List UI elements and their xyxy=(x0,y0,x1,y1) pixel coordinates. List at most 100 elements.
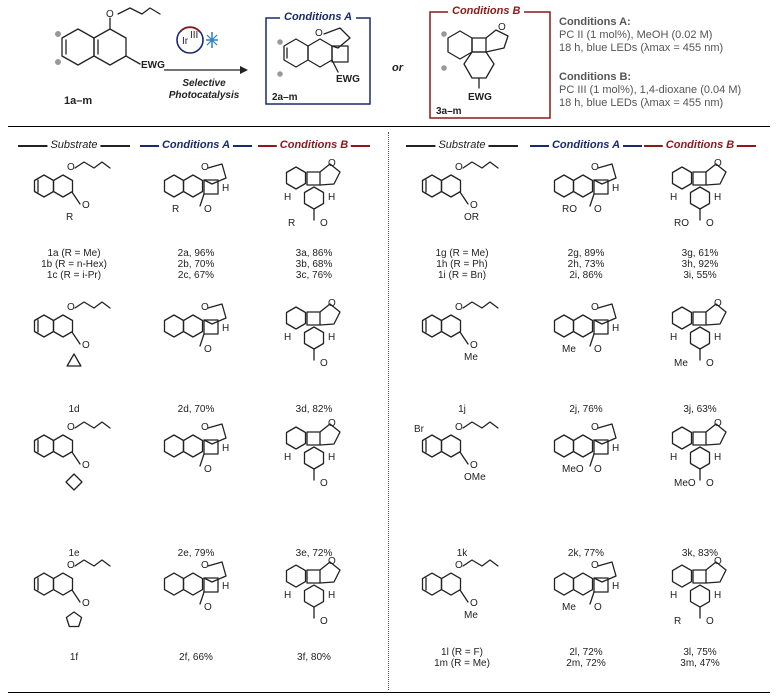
svg-text:O: O xyxy=(594,204,602,215)
cond-a-label: 2a, 96% xyxy=(177,248,215,259)
svg-text:H: H xyxy=(222,581,229,592)
svg-text:O: O xyxy=(201,560,209,571)
product-a-structure-left-3: OHO xyxy=(163,560,229,613)
svg-text:O: O xyxy=(328,556,336,567)
reactant-label: 1a–m xyxy=(64,95,93,107)
substrate-label: 1c (R = i-Pr) xyxy=(46,270,102,281)
conditions-b-line1: PC III (1 mol%), 1,4-dioxane (0.04 M) xyxy=(559,84,742,96)
svg-text:H: H xyxy=(714,332,721,343)
svg-text:R: R xyxy=(674,616,681,627)
column-header-label: Conditions B xyxy=(662,139,738,151)
svg-text:O: O xyxy=(706,218,714,229)
svg-text:H: H xyxy=(670,452,677,463)
column-header-label: Substrate xyxy=(435,139,489,151)
substrate-cell: 1e xyxy=(19,548,129,559)
conditions-a-title: Conditions A: xyxy=(559,16,631,28)
cond-a-label: 2f, 66% xyxy=(179,652,213,663)
box-b-label: 3a–m xyxy=(436,106,462,117)
svg-text:O: O xyxy=(591,560,599,571)
svg-text:O: O xyxy=(201,422,209,433)
svg-text:O: O xyxy=(470,598,478,609)
svg-text:H: H xyxy=(284,192,291,203)
cond-b-cell: 3k, 83% xyxy=(645,548,755,559)
cond-b-label: 3k, 83% xyxy=(681,548,719,559)
light-icon xyxy=(206,32,218,48)
top-rule xyxy=(8,126,770,127)
svg-text:OR: OR xyxy=(464,212,479,223)
box-a-label: 2a–m xyxy=(272,92,298,103)
box-a-title: Conditions A xyxy=(280,11,357,23)
substrate-structure-left-3: OO xyxy=(33,559,111,628)
substrate-label: 1m (R = Me) xyxy=(434,658,490,669)
product-a-structure-left-1: OHO xyxy=(163,302,229,355)
ewg-label: EWG xyxy=(141,60,165,71)
photocatalyst-icon: Ir III xyxy=(176,26,204,54)
cond-a-cell: 2l, 72%2m, 72% xyxy=(531,647,641,669)
svg-text:O: O xyxy=(498,22,506,33)
svg-text:O: O xyxy=(204,204,212,215)
svg-text:O: O xyxy=(706,358,714,369)
svg-text:H: H xyxy=(328,192,335,203)
svg-text:O: O xyxy=(315,28,323,39)
cond-a-label: 2c, 67% xyxy=(177,270,215,281)
substrate-structure-left-0: OOR xyxy=(33,161,111,223)
svg-text:O: O xyxy=(106,9,114,20)
substrate-cell: 1f xyxy=(19,652,129,663)
svg-text:O: O xyxy=(82,340,90,351)
svg-text:H: H xyxy=(612,443,619,454)
box-b-title: Conditions B xyxy=(448,5,525,17)
substrate-label: 1g (R = Me) xyxy=(435,248,489,259)
substrate-cell: 1a (R = Me)1b (R = n-Hex)1c (R = i-Pr) xyxy=(19,248,129,281)
svg-text:H: H xyxy=(612,323,619,334)
svg-text:R: R xyxy=(288,218,295,229)
svg-text:O: O xyxy=(455,162,463,173)
cond-b-label: 3a, 86% xyxy=(295,248,333,259)
svg-text:H: H xyxy=(328,332,335,343)
arrow-label-1: Selective xyxy=(182,78,226,89)
catalyst-label: Ir xyxy=(182,36,189,47)
cond-a-label: 2m, 72% xyxy=(566,658,606,669)
svg-text:O: O xyxy=(470,460,478,471)
cond-b-cell: 3d, 82% xyxy=(259,404,369,415)
svg-text:OMe: OMe xyxy=(464,472,486,483)
svg-text:O: O xyxy=(594,464,602,475)
cond-a-label: 2i, 86% xyxy=(569,270,603,281)
product-b-structure: O xyxy=(441,22,509,89)
svg-text:H: H xyxy=(670,192,677,203)
svg-text:O: O xyxy=(204,602,212,613)
svg-text:O: O xyxy=(455,422,463,433)
svg-text:O: O xyxy=(714,418,722,429)
conditions-b-line2: 18 h, blue LEDs (λmax = 455 nm) xyxy=(559,97,724,109)
product-b-ewg: EWG xyxy=(468,92,492,103)
substrate-label: 1k xyxy=(456,548,468,559)
cond-b-cell: 3f, 80% xyxy=(259,652,369,663)
column-header-right-1: Conditions A xyxy=(530,139,642,151)
product-a-structure-left-2: OHO xyxy=(163,422,229,475)
conditions-a-line2: 18 h, blue LEDs (λmax = 455 nm) xyxy=(559,42,724,54)
svg-text:MeO: MeO xyxy=(674,478,696,489)
cond-a-cell: 2e, 79% xyxy=(141,548,251,559)
catalyst-sup: III xyxy=(190,30,198,41)
column-divider xyxy=(388,132,389,690)
svg-text:O: O xyxy=(204,344,212,355)
cond-a-label: 2b, 70% xyxy=(177,259,215,270)
svg-text:O: O xyxy=(320,478,328,489)
cond-b-label: 3j, 63% xyxy=(683,404,717,415)
svg-text:H: H xyxy=(328,590,335,601)
svg-text:O: O xyxy=(470,200,478,211)
substrate-structure-left-2: OO xyxy=(33,421,111,491)
svg-text:H: H xyxy=(222,183,229,194)
substrate-label: 1f xyxy=(69,652,79,663)
column-header-label: Conditions B xyxy=(276,139,352,151)
arrow-label-2: Photocatalysis xyxy=(168,90,240,101)
svg-text:O: O xyxy=(67,560,75,571)
svg-text:RO: RO xyxy=(674,218,689,229)
